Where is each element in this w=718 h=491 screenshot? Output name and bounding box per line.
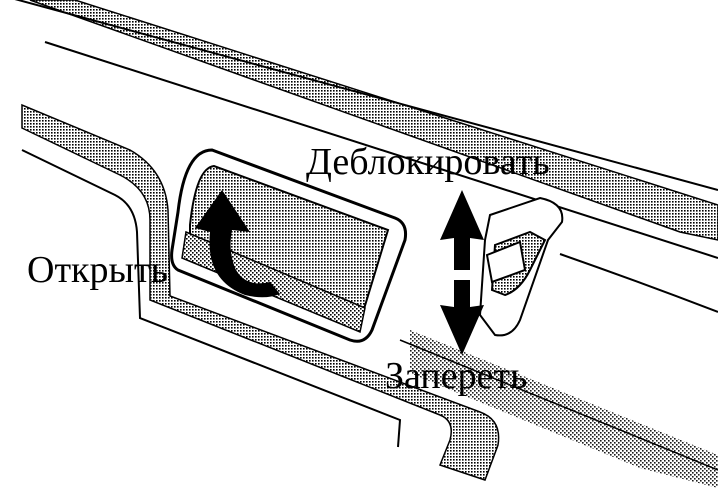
curved-up-arrow-icon xyxy=(195,190,280,298)
lock-slider xyxy=(478,196,564,337)
door-body-lines xyxy=(44,41,718,313)
window-seal-strip xyxy=(14,0,718,241)
vertical-double-arrow-icon xyxy=(440,190,484,355)
door-molding xyxy=(21,103,500,481)
lower-door-band xyxy=(399,330,718,488)
open-label: Открыть xyxy=(27,249,168,291)
lock-label: Запереть xyxy=(385,355,527,397)
unlock-label: Деблокировать xyxy=(306,141,550,183)
